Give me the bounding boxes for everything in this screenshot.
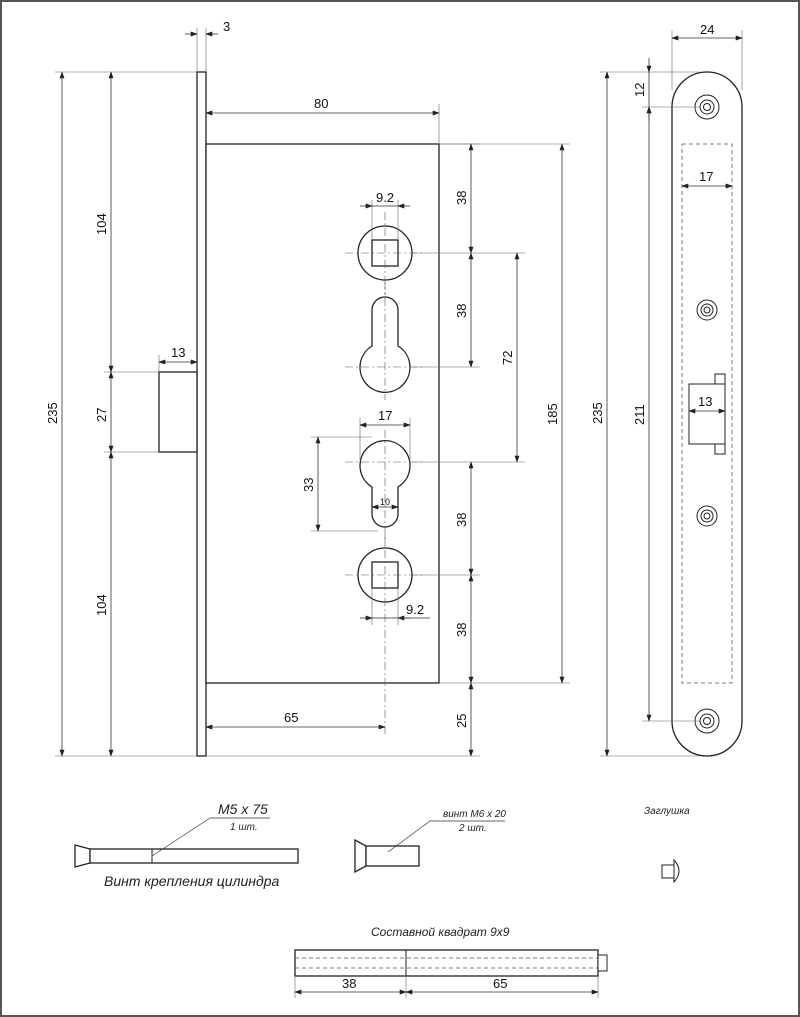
small-screw-head (354, 838, 367, 874)
dim-bolt-height: 27 (94, 408, 109, 422)
dim-body-depth: 80 (314, 96, 328, 111)
plug-body (661, 864, 675, 879)
dim-strike-bolt-opening: 13 (698, 394, 712, 409)
dim-spindle-to-cylinder-axis: 72 (500, 351, 515, 365)
dim-spindle-to-cylinder: 38 (454, 304, 469, 318)
strike-plate-view (671, 71, 743, 757)
cylinder-screw-shank (89, 848, 299, 864)
body-dimensions: 3 80 235 104 27 104 13 (45, 19, 570, 757)
dim-upper-section: 104 (94, 213, 109, 235)
dim-bolt-projection: 13 (171, 345, 185, 360)
dim-plate-height: 235 (45, 402, 60, 424)
dim-spindle-part-a: 38 (342, 976, 356, 991)
dim-strike-width: 24 (700, 22, 714, 37)
face-plate (196, 71, 207, 757)
lock-body-view (158, 71, 440, 757)
dim-strike-length: 235 (590, 402, 605, 424)
dim-cylinder-height: 33 (301, 478, 316, 492)
cylinder-screw-group: M5 x 75 1 шт. Винт крепления цилиндра (74, 801, 299, 889)
lock-case (205, 143, 440, 684)
dim-case-height: 185 (545, 403, 560, 425)
spindle-end-cap (597, 954, 608, 972)
dim-strike-inner-width: 17 (699, 169, 713, 184)
strike-screw-hole-upper (696, 299, 718, 321)
dim-cylinder-to-lower-spindle: 38 (454, 513, 469, 527)
cylinder-screw-caption: Винт крепления цилиндра (104, 873, 280, 889)
latch-bolt (158, 371, 198, 453)
spindle-group: Составной квадрат 9х9 38 65 (294, 925, 608, 998)
dim-case-to-plate-end: 25 (454, 714, 469, 728)
dim-spindle-square-top: 9.2 (376, 190, 394, 205)
cylinder-screw-qty: 1 шт. (230, 822, 258, 833)
cylinder-screw-spec: M5 x 75 (218, 801, 268, 817)
strike-screw-hole-top (694, 94, 720, 120)
dim-strike-hole-pitch: 211 (632, 404, 647, 425)
dim-cylinder-width: 17 (378, 408, 392, 423)
plug-caption: Заглушка (644, 806, 690, 817)
small-screw-qty: 2 шт. (458, 823, 487, 834)
dim-cylinder-neck: 10 (380, 497, 390, 507)
small-screw-group: винт М6 х 20 2 шт. (354, 809, 506, 874)
dim-backset: 65 (284, 710, 298, 725)
upper-cylinder-cutout (359, 296, 411, 394)
strike-dimensions: 24 235 12 211 17 13 (590, 22, 743, 757)
plug-group: Заглушка (644, 806, 690, 884)
dim-strike-top-offset: 12 (632, 83, 647, 97)
strike-screw-hole-lower (696, 505, 718, 527)
small-screw-shank (365, 845, 420, 867)
dim-top-to-spindle: 38 (454, 191, 469, 205)
small-screw-spec: винт М6 х 20 (443, 809, 506, 820)
dim-spindle-square-bottom: 9.2 (406, 602, 424, 617)
dim-spindle-part-b: 65 (493, 976, 507, 991)
strike-plate-recess (681, 143, 733, 684)
dim-lower-section: 104 (94, 594, 109, 616)
dim-plate-thickness: 3 (223, 19, 230, 34)
spindle-bar (294, 949, 599, 977)
plug-cap (673, 858, 680, 884)
strike-bolt-opening (688, 383, 726, 445)
cylinder-screw-head (74, 844, 91, 868)
dim-lower-spindle-to-bottom: 38 (454, 623, 469, 637)
spindle-caption: Составной квадрат 9х9 (371, 925, 510, 939)
